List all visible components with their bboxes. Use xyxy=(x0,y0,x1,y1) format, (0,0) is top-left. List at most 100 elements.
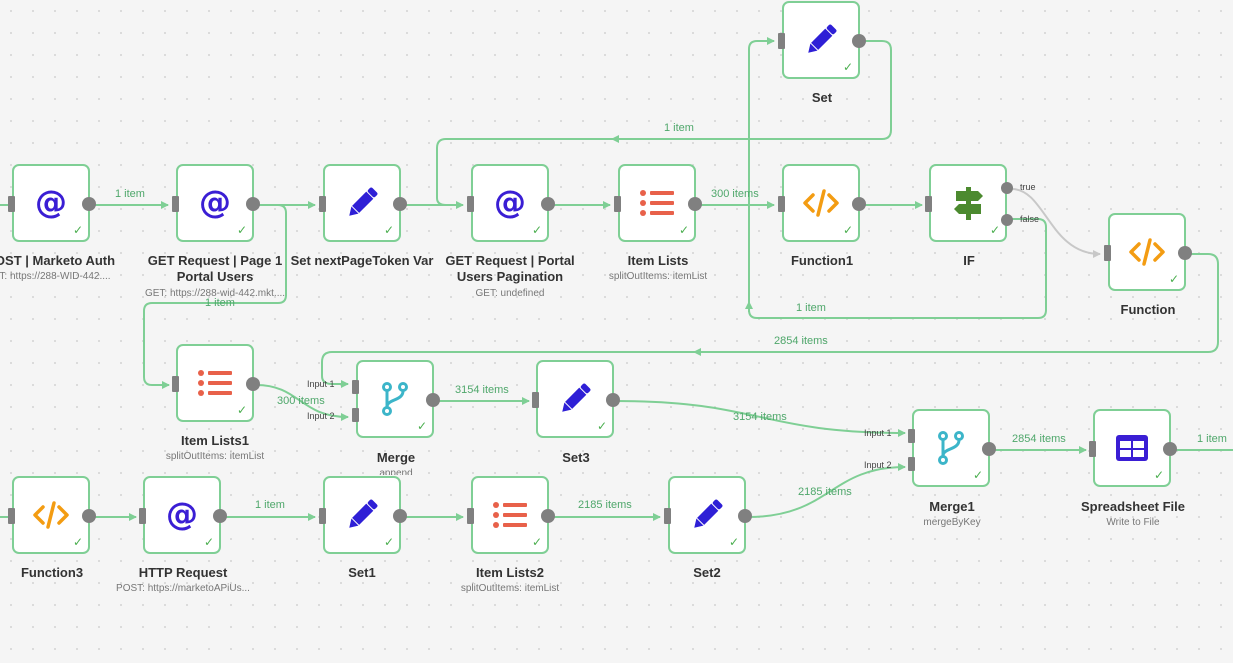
edge-set2-to-merge1[interactable] xyxy=(747,463,906,518)
input-handle[interactable] xyxy=(319,196,326,212)
code-icon xyxy=(1129,238,1165,266)
output-handle[interactable] xyxy=(393,509,407,523)
output-handle[interactable] xyxy=(738,509,752,523)
input-handle[interactable] xyxy=(319,508,326,524)
node-function1[interactable]: ✓ xyxy=(778,164,866,242)
input-handle[interactable] xyxy=(925,196,932,212)
node-merge[interactable]: ✓ xyxy=(352,360,440,438)
node-spreadsheet-file[interactable]: ✓ xyxy=(1089,409,1177,487)
node-item-lists[interactable]: ✓ xyxy=(614,164,702,242)
node-marketo-auth[interactable]: @ ✓ xyxy=(8,164,96,242)
node-set[interactable]: ✓ xyxy=(778,1,866,79)
input-handle[interactable] xyxy=(467,196,474,212)
edge-if-false-to-set[interactable] xyxy=(748,37,1047,319)
node-get-pagination[interactable]: @ ✓ xyxy=(467,164,555,242)
output-handle[interactable] xyxy=(1163,442,1177,456)
pencil-icon xyxy=(349,499,378,528)
node-set2[interactable]: ✓ xyxy=(664,476,752,554)
edge-set3-to-merge1[interactable] xyxy=(615,400,906,437)
input-handle[interactable] xyxy=(778,33,785,49)
output-handle[interactable] xyxy=(246,377,260,391)
output-handle[interactable] xyxy=(393,197,407,211)
node-http-request[interactable]: @ ✓ xyxy=(139,476,227,554)
table-icon xyxy=(1116,435,1148,461)
at-icon: @ xyxy=(35,185,67,221)
node-merge1[interactable]: ✓ xyxy=(908,409,996,487)
input-handle[interactable] xyxy=(778,196,785,212)
edge-page1-to-itemlists1[interactable] xyxy=(143,204,287,389)
node-item-lists1[interactable]: ✓ xyxy=(172,344,260,422)
code-icon xyxy=(803,189,839,217)
node-item-lists2[interactable]: ✓ xyxy=(467,476,555,554)
output-handle[interactable] xyxy=(541,197,555,211)
output-label-true: true xyxy=(1020,182,1036,192)
node-title: OST | Marketo Auth xyxy=(0,253,116,268)
output-handle[interactable] xyxy=(213,509,227,523)
edge-set-loop-to-pagination[interactable] xyxy=(436,40,892,206)
input-handle[interactable] xyxy=(172,196,179,212)
input-handle[interactable] xyxy=(8,508,15,524)
input-label-1: Input 1 xyxy=(307,379,335,389)
input-handle[interactable] xyxy=(1104,245,1111,261)
input-label-2: Input 2 xyxy=(864,460,892,470)
at-icon: @ xyxy=(494,185,526,221)
output-handle-false[interactable] xyxy=(1001,214,1013,226)
input-handle[interactable] xyxy=(614,196,621,212)
output-handle[interactable] xyxy=(606,393,620,407)
output-handle[interactable] xyxy=(246,197,260,211)
output-handle[interactable] xyxy=(688,197,702,211)
output-handle[interactable] xyxy=(852,34,866,48)
node-title: Item Lists2 xyxy=(476,565,544,580)
node-set-next-token[interactable]: ✓ xyxy=(319,164,407,242)
node-title: Merge1 xyxy=(929,499,975,514)
pencil-icon xyxy=(808,24,837,53)
code-icon xyxy=(33,501,69,529)
input-handle-1[interactable] xyxy=(352,380,359,394)
input-handle[interactable] xyxy=(532,392,539,408)
node-title: Set nextPageToken Var xyxy=(290,253,434,268)
input-handle[interactable] xyxy=(172,376,179,392)
edge-label: 300 items xyxy=(277,395,325,407)
output-label-false: false xyxy=(1020,214,1040,224)
node-title: Spreadsheet File xyxy=(1080,499,1186,514)
edge-itemlists1-to-merge[interactable] xyxy=(255,384,349,421)
edge-if-true-to-function[interactable] xyxy=(1011,188,1101,258)
output-handle[interactable] xyxy=(1178,246,1192,260)
output-handle[interactable] xyxy=(541,509,555,523)
edge-function-to-merge[interactable] xyxy=(321,253,1219,388)
success-check-icon: ✓ xyxy=(383,535,394,549)
node-get-page1[interactable]: @ ✓ xyxy=(172,164,260,242)
success-check-icon: ✓ xyxy=(1168,272,1179,286)
output-handle-true[interactable] xyxy=(1001,182,1013,194)
success-check-icon: ✓ xyxy=(989,223,1000,237)
edge-label: 1 item xyxy=(664,122,694,134)
success-check-icon: ✓ xyxy=(842,60,853,74)
input-handle[interactable] xyxy=(139,508,146,524)
input-handle-2[interactable] xyxy=(352,408,359,422)
edge-label: 300 items xyxy=(711,188,759,200)
node-subtitle: splitOutItems: itemList xyxy=(165,451,265,462)
node-set1[interactable]: ✓ xyxy=(319,476,407,554)
output-handle[interactable] xyxy=(982,442,996,456)
at-icon: @ xyxy=(199,185,231,221)
output-handle[interactable] xyxy=(82,509,96,523)
node-function3[interactable]: ✓ xyxy=(8,476,96,554)
node-function[interactable]: ✓ xyxy=(1104,213,1192,291)
node-subtitle: splitOutItems: itemList xyxy=(460,583,560,594)
input-handle-1[interactable] xyxy=(908,429,915,443)
output-handle[interactable] xyxy=(82,197,96,211)
node-if[interactable]: ✓ xyxy=(925,164,1013,242)
input-handle[interactable] xyxy=(1089,441,1096,457)
input-handle[interactable] xyxy=(664,508,671,524)
edge-label: 3154 items xyxy=(455,384,509,396)
output-handle[interactable] xyxy=(852,197,866,211)
node-set3[interactable]: ✓ xyxy=(532,360,620,438)
input-handle[interactable] xyxy=(467,508,474,524)
node-subtitle: POST: https://marketoAPiUs... xyxy=(116,583,250,594)
input-handle-2[interactable] xyxy=(908,457,915,471)
input-handle[interactable] xyxy=(8,196,15,212)
svg-text:@: @ xyxy=(199,185,231,221)
node-title: Function xyxy=(1120,302,1176,317)
success-check-icon: ✓ xyxy=(236,403,247,417)
output-handle[interactable] xyxy=(426,393,440,407)
